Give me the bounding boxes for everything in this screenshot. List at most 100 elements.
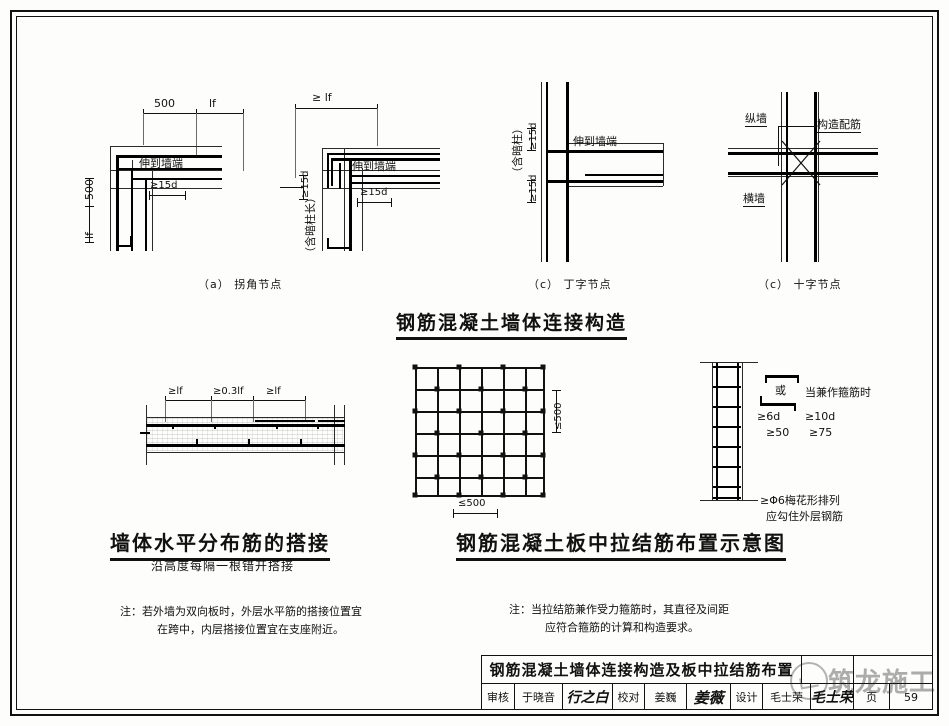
label-including-column-length: （含暗柱长） [304,192,317,258]
tie-rung [713,446,741,448]
rebar-lap-segment [255,420,315,422]
tie-rung [713,366,741,368]
rebar-hook [116,245,132,247]
wall-edge [110,146,111,251]
rebar-horizontal [546,150,663,153]
wall-edge [146,452,344,453]
sheet-frame-inner [16,16,933,710]
dim-tick [391,198,392,207]
rebar-hook [327,247,349,249]
title-block-review-label: 审核 [482,684,515,710]
rebar-horizontal [119,168,222,170]
dim-mesh-horizontal: ≤500 [458,498,486,509]
rebar-tick [300,439,302,444]
rebar-vertical-main [566,82,569,262]
dim-line-top [295,108,377,109]
mesh-note-line-1: 注：当拉结筋兼作受力箍筋时，其直径及间距 [509,603,729,616]
rebar-horizontal [728,172,878,175]
wall-edge [728,176,878,177]
wall-edge [322,148,440,149]
rebar-tick [196,439,198,444]
dim-line-left [89,178,90,242]
dim-tick [149,191,150,200]
hook-symbol-lower-leg [794,403,796,411]
dim-line-mesh-v [556,390,557,432]
wall-edge [334,405,335,465]
tie-note-arrangement: ≥Φ6梅花形排列 [760,494,840,507]
dim-tick [527,150,536,151]
rebar-vertical [145,178,147,251]
title-block-review-name: 于晓音 [515,684,563,710]
wall-edge [110,170,222,171]
title-block-design-name: 毛士荣 [763,684,811,710]
rebar-tick [248,439,250,444]
rebar-horizontal [546,180,663,183]
dim-lf-label: lf [209,97,216,110]
rebar-hook [546,180,548,204]
dim-line-mesh-h [453,513,497,514]
dim-15d-top-label: ≥15d [528,122,539,150]
ext-line [196,113,197,158]
dim-tick [552,432,561,433]
dim-line-top [143,113,243,114]
dim-50: ≥50 [766,426,790,439]
label-when-used-as-stirrup: 当兼作箍筋时 [805,386,871,399]
hook-symbol-lower-leg [760,396,762,404]
dim-10d: ≥10d [805,410,836,423]
wall-edge [818,92,819,262]
rebar-vertical [131,168,133,251]
rebar-vertical [814,92,817,262]
title-block-check-signature: 姜薇 [687,684,731,710]
dim-tick [527,202,536,203]
dim-6d: ≥6d [757,410,781,423]
hook-symbol-upper [765,375,799,378]
dim-15d-label: ≥15d [360,187,388,198]
tie-rung [713,466,741,468]
title-block-page-label: 页 [854,684,890,710]
dim-leader [280,187,304,188]
title-block-design-signature: 毛士荣 [811,684,854,710]
dim-mesh-vertical: ≤500 [553,402,564,430]
wall-edge [196,146,222,147]
rebar-hook [130,236,132,246]
dim-lf-2: ≥lf [266,386,281,397]
rebar-edge-tick [140,432,150,434]
wall-edge [322,188,440,189]
figure-caption-c-cross: （c） 十字节点 [758,278,842,291]
main-title: 钢筋混凝土墙体连接构造 [396,308,628,340]
rebar-tick [276,424,278,429]
dim-500-left-label: 500 [83,179,96,200]
mesh-title: 钢筋混凝土板中拉结筋布置示意图 [456,527,786,561]
dim-line [165,400,305,401]
wall-edge [712,362,713,500]
dim-tick [85,242,94,243]
tie-note-hook: 应勾住外层钢筋 [766,510,843,523]
tie-rung [713,386,741,388]
title-block-frame [481,655,933,710]
rebar-vertical [331,158,333,186]
rebar-vertical [546,82,548,262]
ext-line [143,113,144,145]
title-block-page-value: 59 [904,690,918,704]
ext-line [165,400,166,422]
dim-tick [185,191,186,200]
dim-15d-line [149,195,185,196]
title-block-spare-1 [802,656,854,683]
rebar-vertical [786,92,788,262]
tie-rung [713,406,741,408]
dim-0-3lf: ≥0.3lf [213,386,244,397]
label-extend-to-wall-end: 伸到墙端 [139,157,183,170]
rebar-vertical [339,163,341,189]
dim-15d-bot-label: ≥15d [528,174,539,202]
ext-line [243,113,244,171]
node-cross-hatch [781,140,821,186]
ext-line [211,400,212,422]
wall-edge [541,82,542,262]
rebar-vertical [716,362,718,500]
rebar-inner-horizontal [131,178,222,180]
wall-edge [146,417,344,418]
title-block-spare-2 [854,656,932,683]
label-extend-to-wall-end: 伸到墙端 [573,135,617,148]
lap-splice-title: 墙体水平分布筋的搭接 [110,527,330,561]
rebar-horizontal [350,175,440,177]
